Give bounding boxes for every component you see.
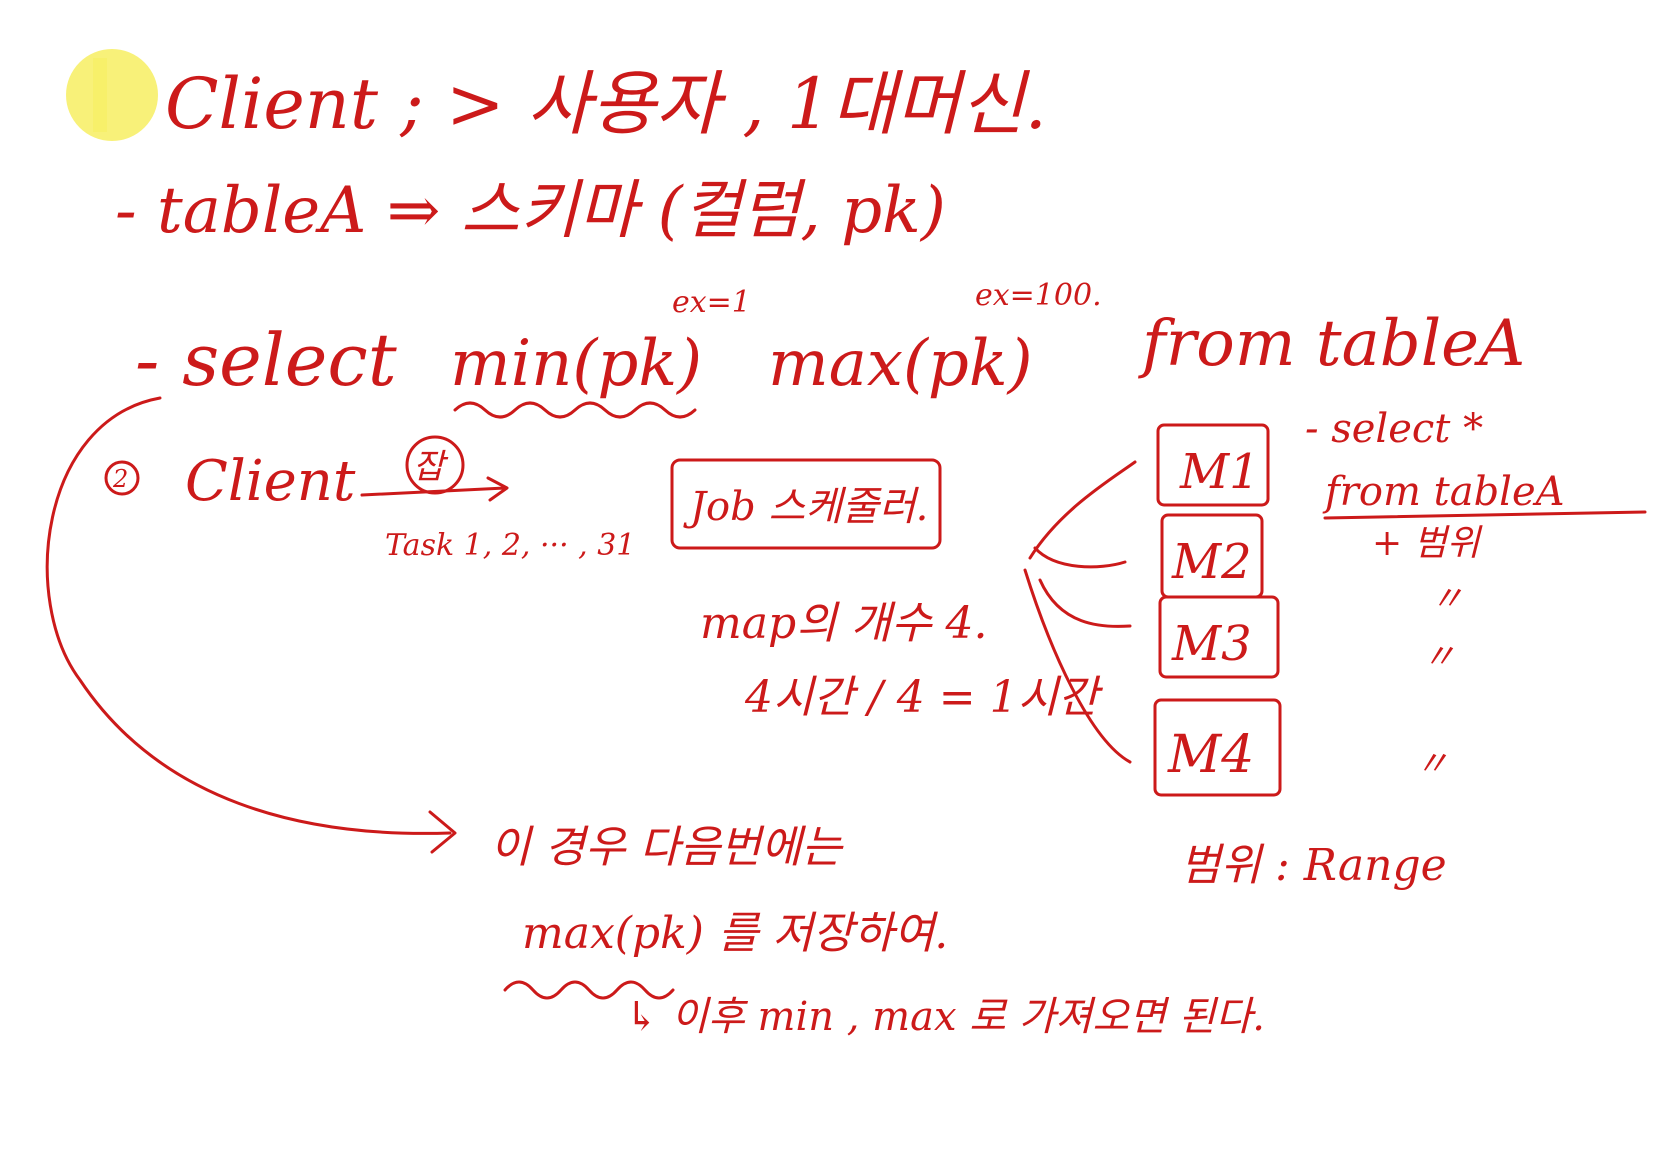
line-select-max: max(pk) xyxy=(768,327,1033,401)
mapper-label-m3: M3 xyxy=(1171,616,1252,672)
line-client-definition: Client ; > 사용자 , 1대머신. xyxy=(165,63,1047,145)
bottom-note-fetch-range: ↳ 이후 min , max 로 가져오면 된다. xyxy=(625,994,1265,1040)
ditto-mark-m2: 〃 xyxy=(1430,579,1464,619)
job-arrow xyxy=(360,476,509,502)
line-select-from: from tableA xyxy=(1138,307,1525,381)
mapper-label-m4: M4 xyxy=(1167,725,1254,785)
mapper-label-m1: M1 xyxy=(1179,444,1260,500)
mapper-box-m4 xyxy=(1153,698,1282,797)
ditto-mark-m3: 〃 xyxy=(1422,637,1456,677)
job-circle-label: 잡 xyxy=(413,447,449,487)
task-list: Task 1, 2, ··· , 31 xyxy=(385,528,635,563)
mapper-query-range: + 범위 xyxy=(1372,523,1483,564)
annotation-max-example: ex=100. xyxy=(975,278,1102,313)
job-scheduler-box xyxy=(670,458,942,550)
step-2-number: 2 xyxy=(112,465,128,493)
mapper-label-m2: M2 xyxy=(1171,534,1252,590)
min-underline-squiggle xyxy=(453,401,697,419)
mapper-query-select: - select * xyxy=(1305,406,1483,452)
line-table-schema: - tableA ⇒ 스키마 (컬럼, pk) xyxy=(115,174,946,248)
line-client-job: Client xyxy=(185,449,356,514)
fan-line-m1 xyxy=(1028,460,1137,560)
connector-arrowhead xyxy=(428,810,457,854)
mapper-box-m1 xyxy=(1156,423,1270,507)
line-select-keyword: - select xyxy=(135,318,398,402)
mapper-box-m3 xyxy=(1158,595,1280,679)
job-scheduler-label: Job 스케줄러. xyxy=(683,484,928,530)
job-circle xyxy=(405,435,465,495)
map-time-note: 4시간 / 4 = 1시간 xyxy=(744,672,1104,723)
bottom-note-next-time: 이 경우 다음번에는 xyxy=(490,822,844,873)
range-label: 범위 : Range xyxy=(1180,840,1447,891)
map-count-note: map의 개수 4. xyxy=(700,598,988,649)
max-underline-squiggle xyxy=(503,980,675,1000)
fan-line-m4 xyxy=(1023,568,1132,764)
bottom-note-save-max: max(pk) 를 저장하여. xyxy=(522,908,948,959)
step-1-marker xyxy=(66,49,158,141)
mapper-query-underline xyxy=(1323,510,1647,520)
ditto-mark-m4: 〃 xyxy=(1415,744,1449,784)
step-2-circle xyxy=(104,460,140,496)
mapper-query-from: from tableA xyxy=(1322,469,1565,515)
curved-connector-arrow xyxy=(45,396,452,835)
fan-line-m3 xyxy=(1038,578,1132,628)
annotation-min-example: ex=1 xyxy=(672,285,751,320)
line-select-min: min(pk) xyxy=(450,327,702,401)
fan-line-m2 xyxy=(1033,546,1127,569)
